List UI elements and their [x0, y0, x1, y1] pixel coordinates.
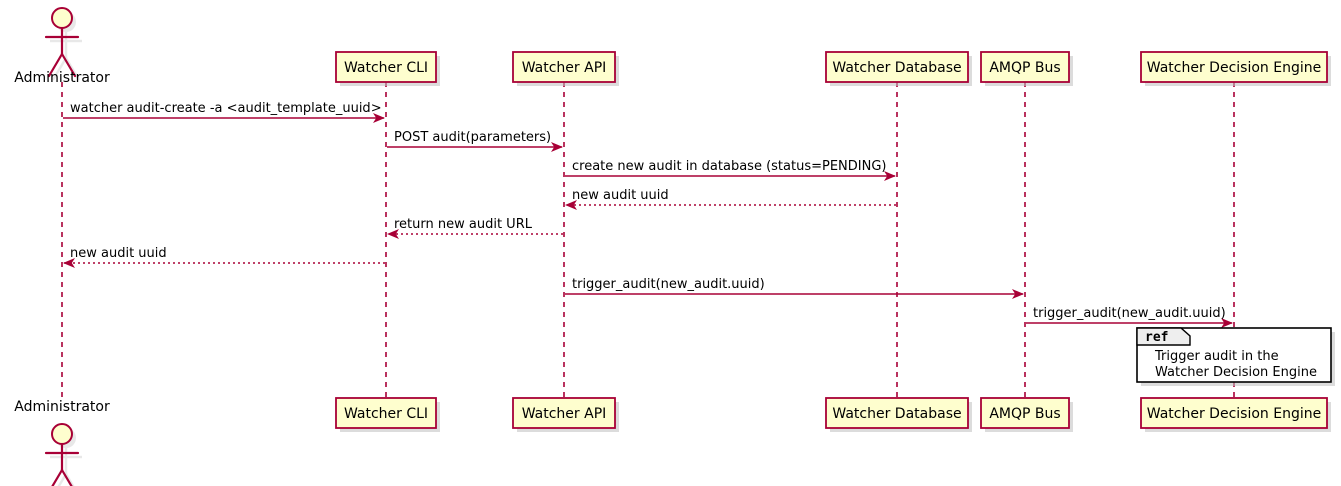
- participant-box: [825, 51, 969, 83]
- participant-amqp-bus-top[interactable]: AMQP Bus: [980, 51, 1073, 86]
- participant-watcher-cli-top[interactable]: Watcher CLI: [335, 51, 440, 86]
- message-8-amqp-bus-to-watcher-decision-engine[interactable]: trigger_audit(new_audit.uuid): [1026, 306, 1233, 328]
- message-3-watcher-api-to-watcher-database[interactable]: create new audit in database (status=PEN…: [565, 159, 896, 181]
- participant-label: Watcher Decision Engine: [1147, 60, 1321, 76]
- message-label: create new audit in database (status=PEN…: [572, 159, 887, 174]
- message-2-watcher-cli-to-watcher-api[interactable]: POST audit(parameters): [387, 130, 563, 152]
- message-4-watcher-database-to-watcher-api[interactable]: new audit uuid: [565, 188, 896, 210]
- participant-label: AMQP Bus: [989, 406, 1060, 422]
- participant-label: Watcher API: [522, 60, 607, 76]
- ref-body-line-2: Watcher Decision Engine: [1155, 365, 1317, 380]
- actor-head: [51, 7, 73, 29]
- ref-tab: [1136, 327, 1191, 346]
- participant-watcher-api-top[interactable]: Watcher API: [512, 51, 619, 86]
- participant-box: [1140, 397, 1328, 429]
- actor-label: Administrator: [14, 399, 110, 415]
- participant-box: [512, 51, 616, 83]
- actor-leg-right: [60, 468, 73, 486]
- participant-amqp-bus-bottom[interactable]: AMQP Bus: [980, 397, 1073, 432]
- message-1-administrator-to-watcher-cli[interactable]: watcher audit-create -a <audit_template_…: [63, 101, 385, 123]
- participant-box: [512, 397, 616, 429]
- actor-administrator-bottom[interactable]: Administrator: [14, 399, 110, 486]
- participants-top-layer: Watcher CLI Watcher API Watcher Database AM…: [335, 51, 1331, 86]
- message-label: new audit uuid: [70, 246, 167, 261]
- participant-label: Watcher CLI: [344, 60, 428, 76]
- message-7-watcher-api-to-amqp-bus[interactable]: trigger_audit(new_audit.uuid): [565, 277, 1024, 299]
- participant-box: [825, 397, 969, 429]
- message-label: trigger_audit(new_audit.uuid): [1033, 306, 1226, 321]
- message-label: new audit uuid: [572, 188, 669, 203]
- message-5-watcher-api-to-watcher-cli[interactable]: return new audit URL: [387, 217, 563, 239]
- actor-head: [51, 423, 73, 445]
- message-label: watcher audit-create -a <audit_template_…: [70, 101, 382, 116]
- ref-body-line-1: Trigger audit in the: [1154, 349, 1279, 364]
- participant-watcher-cli-bottom[interactable]: Watcher CLI: [335, 397, 440, 432]
- participant-watcher-database-top[interactable]: Watcher Database: [825, 51, 972, 86]
- participant-watcher-api-bottom[interactable]: Watcher API: [512, 397, 619, 432]
- participant-watcher-decision-engine-bottom[interactable]: Watcher Decision Engine: [1140, 397, 1331, 432]
- actor-leg-left: [47, 52, 64, 78]
- message-label: return new audit URL: [394, 217, 533, 232]
- participant-box: [980, 51, 1070, 83]
- participant-label: Watcher API: [522, 406, 607, 422]
- actor-label: Administrator: [14, 70, 110, 86]
- participant-label: Watcher Decision Engine: [1147, 406, 1321, 422]
- participant-label: Watcher Database: [832, 406, 961, 422]
- participant-label: Watcher CLI: [344, 406, 428, 422]
- messages-layer: watcher audit-create -a <audit_template_…: [63, 101, 1233, 328]
- participant-box: [980, 397, 1070, 429]
- actor-administrator-top[interactable]: Administrator: [14, 7, 110, 86]
- message-6-watcher-cli-to-administrator[interactable]: new audit uuid: [63, 246, 385, 268]
- message-label: trigger_audit(new_audit.uuid): [572, 277, 765, 292]
- participant-watcher-decision-engine-top[interactable]: Watcher Decision Engine: [1140, 51, 1331, 86]
- ref-tab-label: ref: [1145, 330, 1168, 345]
- participant-box: [335, 51, 437, 83]
- message-label: POST audit(parameters): [394, 130, 551, 145]
- participant-watcher-database-bottom[interactable]: Watcher Database: [825, 397, 972, 432]
- participant-label: Watcher Database: [832, 60, 961, 76]
- participant-box: [1140, 51, 1328, 83]
- participant-box: [335, 397, 437, 429]
- actor-leg-left: [51, 468, 64, 486]
- actor-leg-right: [60, 52, 77, 78]
- participants-bottom-layer: Watcher CLI Watcher API Watcher Database AM…: [335, 397, 1331, 432]
- participant-label: AMQP Bus: [989, 60, 1060, 76]
